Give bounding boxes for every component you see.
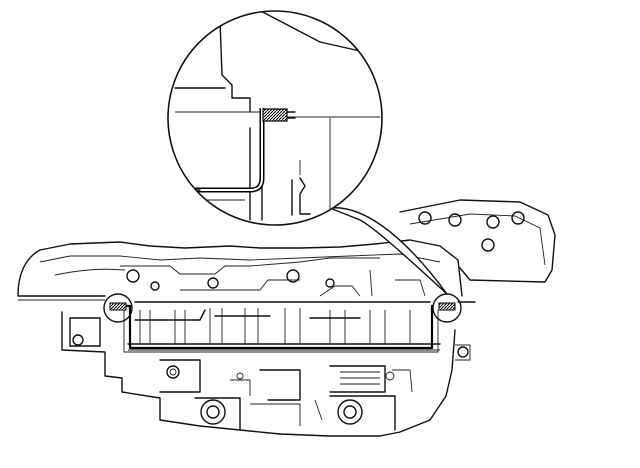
right-clip-marker (432, 293, 462, 323)
left-clip-marker (103, 293, 133, 323)
valve-body-outline (17, 199, 556, 437)
threaded-end (262, 108, 288, 122)
wire-clip-main (116, 304, 439, 353)
callout-pointer (329, 207, 448, 295)
magnified-detail (167, 10, 383, 226)
